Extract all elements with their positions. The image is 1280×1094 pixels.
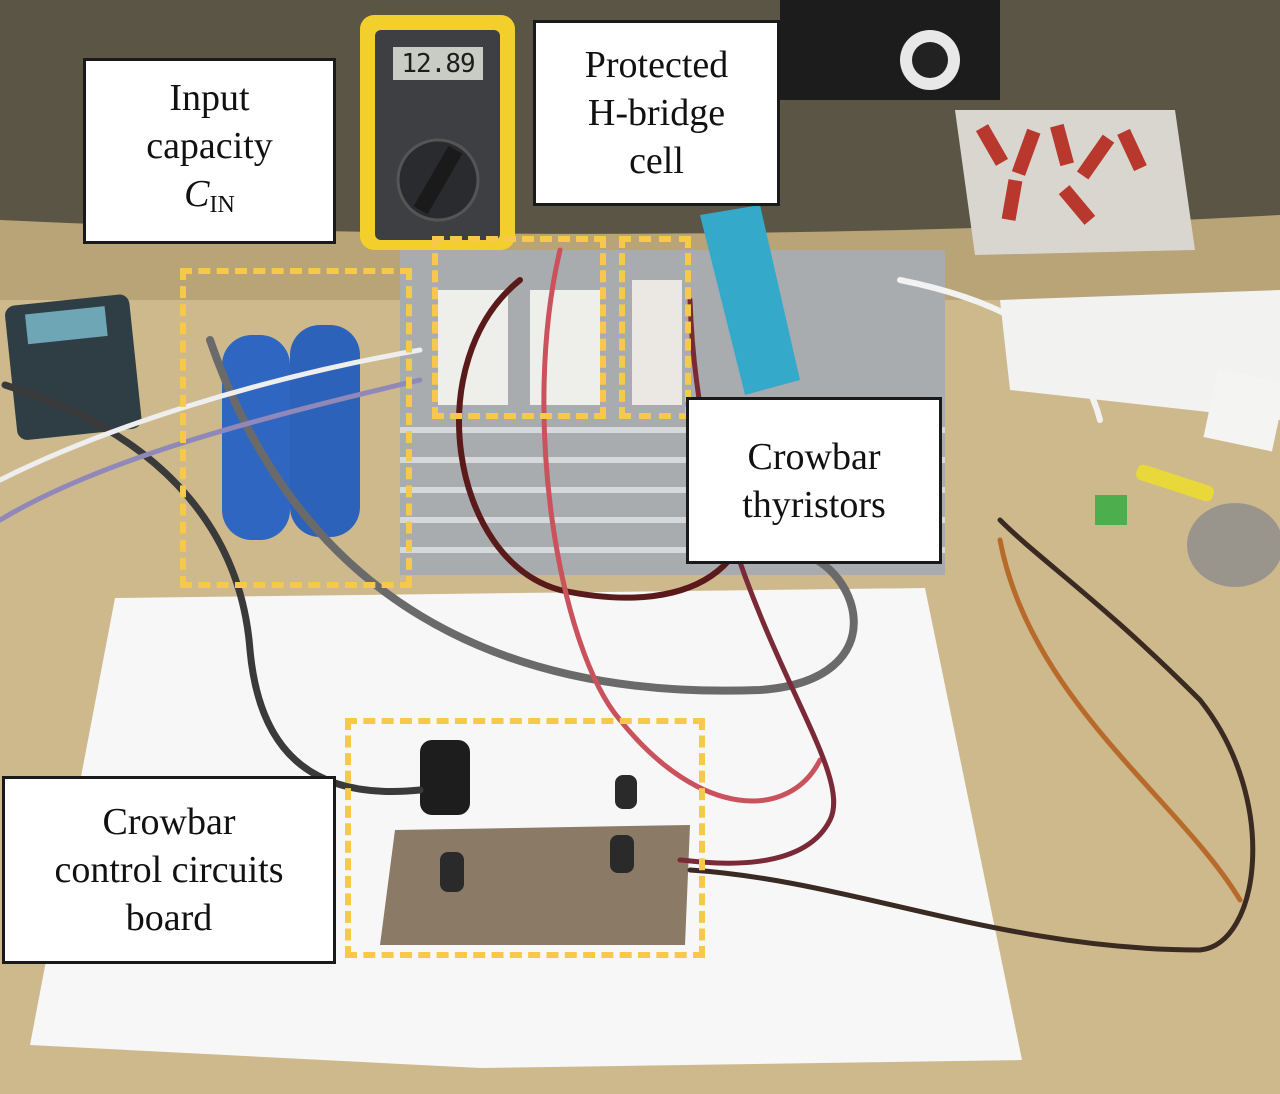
label-crowbar-thyristors: Crowbar thyristors [686,397,942,564]
label-h-bridge-line-2: H-bridge [587,92,726,134]
label-h-bridge-line-3: cell [629,140,684,182]
board-capacitor-small-2 [610,835,634,873]
power-resistor [1203,368,1280,452]
symbol-c: C [184,172,210,215]
banana-plug-yellow [1136,464,1214,502]
multimeter-dial-knob [413,145,463,215]
current-probe-clamp [700,205,800,395]
symbol-subscript-in: IN [209,191,235,218]
label-crowbar-thyristors-line-1: Crowbar [747,435,881,478]
label-crowbar-control-line-1: Crowbar [102,801,236,843]
board-capacitor-large [420,740,470,815]
board-capacitor-small-3 [615,775,637,809]
label-crowbar-control-line-2: control circuits [54,849,284,891]
callout-crowbar-thyristors [619,236,691,419]
power-supply [780,0,1000,100]
label-crowbar-thyristors-line-2: thyristors [742,483,886,526]
power-socket-inner [912,42,948,78]
label-h-bridge: Protected H-bridge cell [533,20,780,206]
paper-sheets-right [1000,290,1280,420]
label-input-capacity-line-1: Input [169,76,250,119]
callout-input-capacity [180,268,412,588]
callout-control-board [345,718,705,958]
capacitor-2 [290,325,360,537]
parts-tray-contents [975,123,1147,225]
thyristor-module [632,280,682,405]
handheld-screen [24,306,108,345]
label-crowbar-control-line-3: board [125,897,213,939]
callout-h-bridge [432,236,606,419]
label-input-capacity-line-2: capacity [146,124,273,167]
label-h-bridge-line-1: Protected [584,44,729,86]
board-capacitor-small-1 [440,852,464,892]
multimeter-display: 12.89 [393,47,483,80]
label-input-capacity: Input capacity CIN [83,58,336,244]
label-input-capacity-symbol: CIN [184,170,235,229]
terminal-block-green [1095,495,1127,525]
solder-tin [1187,503,1280,587]
label-crowbar-control: Crowbar control circuits board [2,776,336,964]
